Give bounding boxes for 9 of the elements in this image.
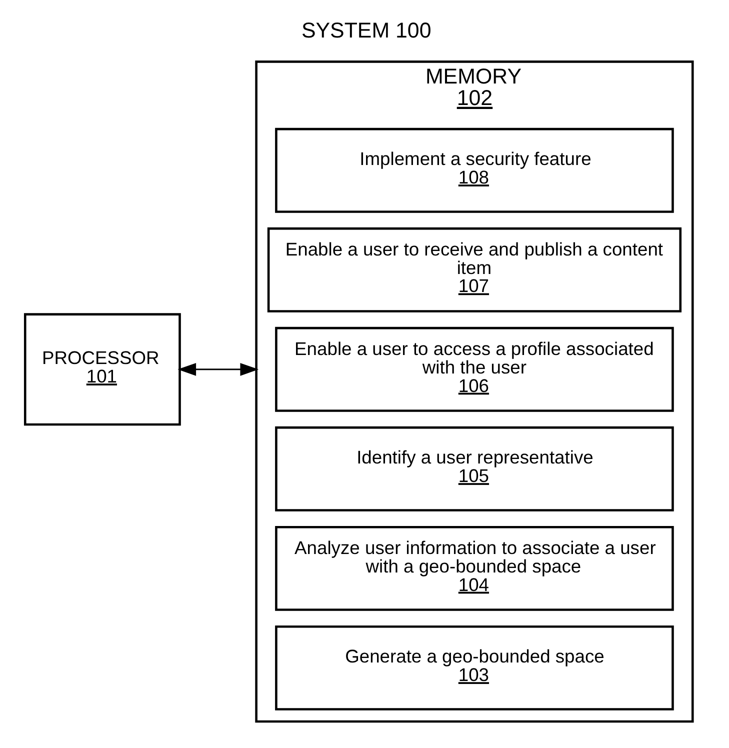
arrow [177, 362, 258, 376]
node-box: Enable a user to receive and publish a content item 107 [266, 227, 682, 312]
node-box: Generate a geo-bounded space 103 [274, 625, 674, 710]
node-box: Analyze user information to associate a user with a geo-bounded space 104 [274, 526, 674, 611]
diagram-title: SYSTEM 100 [300, 18, 431, 42]
node-box: Identify a user representative 105 [274, 426, 674, 512]
node-box: Enable a user to access a profile associated with the user 106 [274, 326, 674, 412]
node-box: PROCESSOR 101 [23, 313, 180, 426]
node-box: Implement a security feature 108 [274, 128, 674, 213]
